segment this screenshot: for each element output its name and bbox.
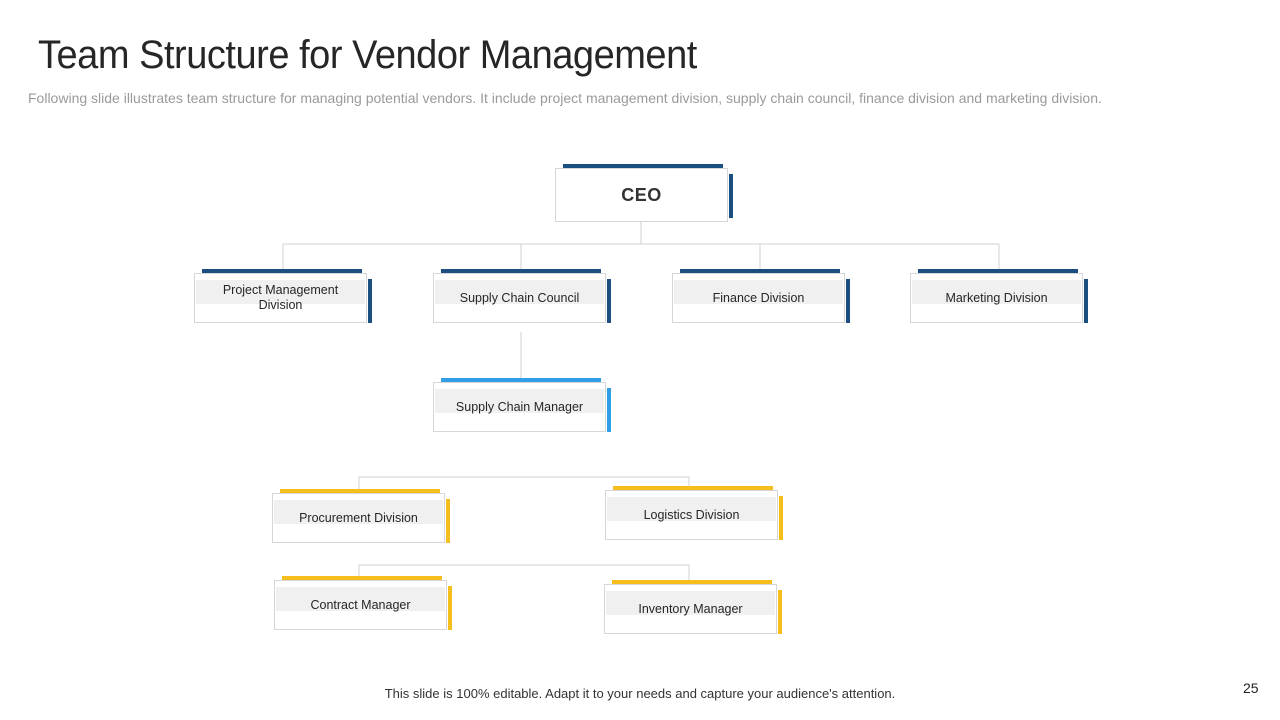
ceo-label: CEO [621,184,662,205]
manager-label: Supply Chain Manager [455,399,584,414]
ceo-node: CEO [555,164,733,222]
division-finance: Finance Division [672,269,850,325]
slide-title: Team Structure for Vendor Management [38,33,697,77]
sub-manager-label: Contract Manager [310,597,411,612]
division-project-management: Project Management Division [194,269,372,325]
slide-subtitle: Following slide illustrates team structu… [28,90,1102,106]
division-marketing: Marketing Division [910,269,1088,325]
division-label: Finance Division [712,290,805,305]
division-label: Project Management Division [222,283,339,312]
sub-division-label: Procurement Division [299,510,418,525]
division-label: Marketing Division [945,290,1048,305]
logistics-division-node: Logistics Division [605,486,783,542]
page-number: 25 [1243,680,1259,696]
contract-manager-node: Contract Manager [274,576,452,632]
division-supply-chain-council: Supply Chain Council [433,269,611,325]
sub-division-label: Logistics Division [643,507,740,522]
inventory-manager-node: Inventory Manager [604,580,782,636]
footer-note: This slide is 100% editable. Adapt it to… [384,686,896,701]
procurement-division-node: Procurement Division [272,489,450,545]
division-label: Supply Chain Council [459,290,580,305]
sub-manager-label: Inventory Manager [638,601,743,616]
supply-chain-manager-node: Supply Chain Manager [433,378,611,434]
